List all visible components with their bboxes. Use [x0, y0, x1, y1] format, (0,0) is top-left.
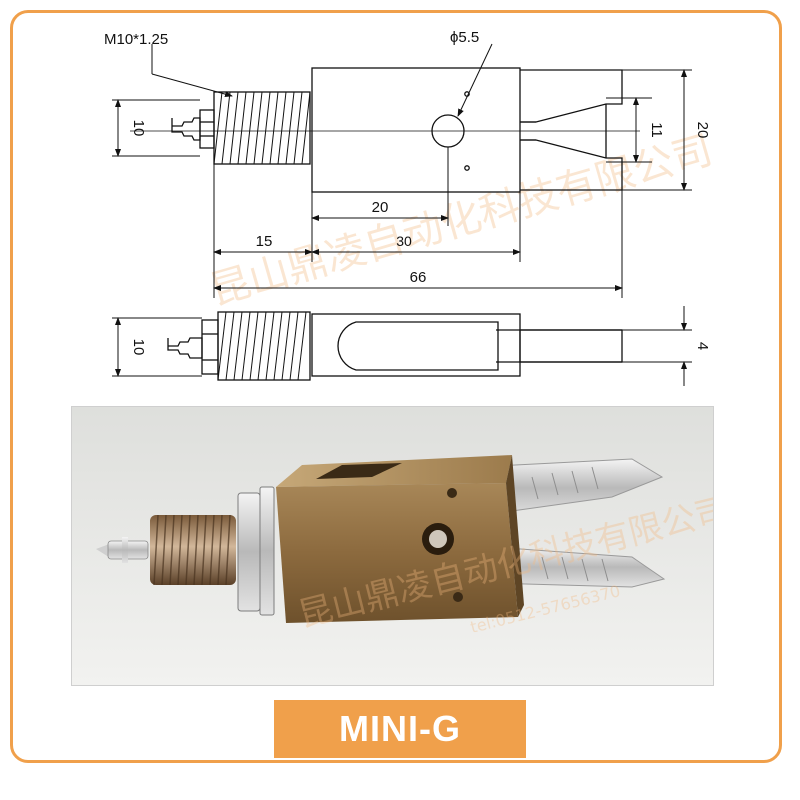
slot-side — [337, 321, 499, 371]
watermark-drawing: 昆山鼎凌自动化科技有限公司 — [205, 127, 718, 315]
outer-frame — [10, 10, 782, 763]
upper-jaw-top — [520, 69, 623, 123]
product-photo: 昆山鼎凌自动化科技有限公司 tel:0512-57656370 — [71, 406, 714, 686]
dim-10-side: 10 — [130, 339, 147, 356]
top-view-dimensions — [112, 43, 692, 298]
dim-66: 66 — [410, 269, 427, 286]
barb-fitting-top — [171, 117, 201, 141]
thread-side — [217, 311, 311, 381]
dim-20-height: 20 — [694, 122, 711, 139]
product-name: MINI-G — [339, 708, 461, 749]
body-block-top — [311, 67, 521, 193]
gripper-image: 昆山鼎凌自动化科技有限公司 tel:0512-57656370 — [72, 407, 713, 685]
side-view — [167, 311, 623, 381]
side-view-dimensions — [112, 306, 692, 386]
hole-label: ϕ5.5 — [450, 29, 479, 46]
dim-10-top: 10 — [130, 120, 147, 137]
dim-30: 30 — [396, 233, 412, 249]
thread-label: M10*1.25 — [104, 31, 168, 48]
nut-side — [201, 319, 219, 375]
dim-11: 11 — [648, 122, 665, 138]
product-name-badge: MINI-G — [274, 700, 526, 758]
barb-fitting-side — [167, 337, 203, 359]
jaw-side — [519, 329, 623, 363]
dim-4: 4 — [694, 342, 711, 350]
dim-15: 15 — [256, 233, 273, 250]
nut-top — [199, 109, 215, 149]
technical-drawing: 昆山鼎凌自动化科技有限公司 — [104, 29, 718, 386]
dim-20-length: 20 — [372, 199, 389, 216]
body-block-side — [311, 313, 521, 377]
